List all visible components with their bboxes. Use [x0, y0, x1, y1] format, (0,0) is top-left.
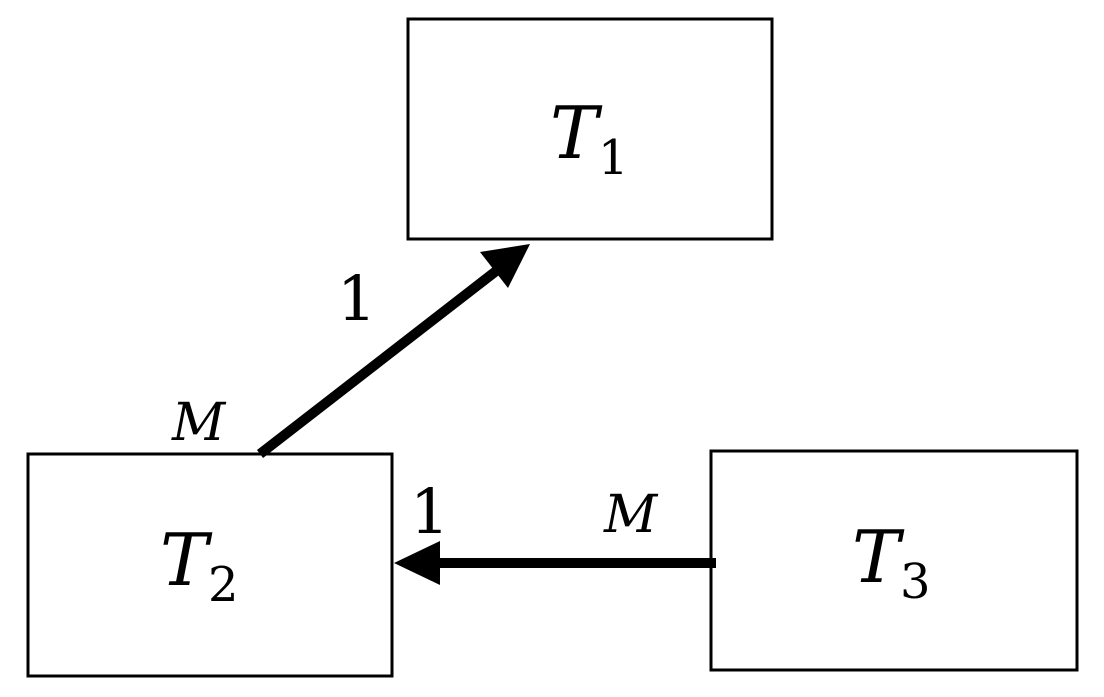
entity-t2-label: T2	[160, 518, 239, 613]
entity-t2-index: 2	[208, 557, 239, 613]
entity-t2-letter: T	[160, 518, 213, 602]
relationship-t3-t2[interactable]: 1 M	[394, 475, 716, 585]
entity-t1-label: T1	[550, 91, 629, 186]
relationship-t3-t2-arrowhead	[394, 541, 440, 585]
entity-t1-index: 1	[598, 130, 629, 186]
relationship-t3-t2-to-cardinality: 1	[410, 475, 449, 548]
entity-t1-box	[406, 17, 774, 241]
relationship-t2-t1-to-cardinality: 1	[337, 262, 376, 335]
relationship-t2-t1-line	[256, 264, 504, 458]
entity-t1-letter: T	[550, 91, 603, 175]
relationship-t2-t1[interactable]: 1 M	[171, 244, 530, 458]
relationship-t2-t1-from-cardinality: M	[171, 393, 227, 453]
entity-t2[interactable]: T2	[26, 452, 394, 678]
relationship-t2-t1-arrowhead	[480, 244, 530, 288]
entity-t3[interactable]: T3	[709, 449, 1079, 672]
entity-t3-letter: T	[852, 515, 905, 599]
entity-t3-box	[709, 449, 1079, 672]
entity-t3-index: 3	[900, 554, 931, 610]
entity-t2-box	[26, 452, 394, 678]
relationship-t3-t2-from-cardinality: M	[603, 485, 659, 545]
entity-t3-label: T3	[852, 515, 931, 610]
entity-t1[interactable]: T1	[406, 17, 774, 241]
